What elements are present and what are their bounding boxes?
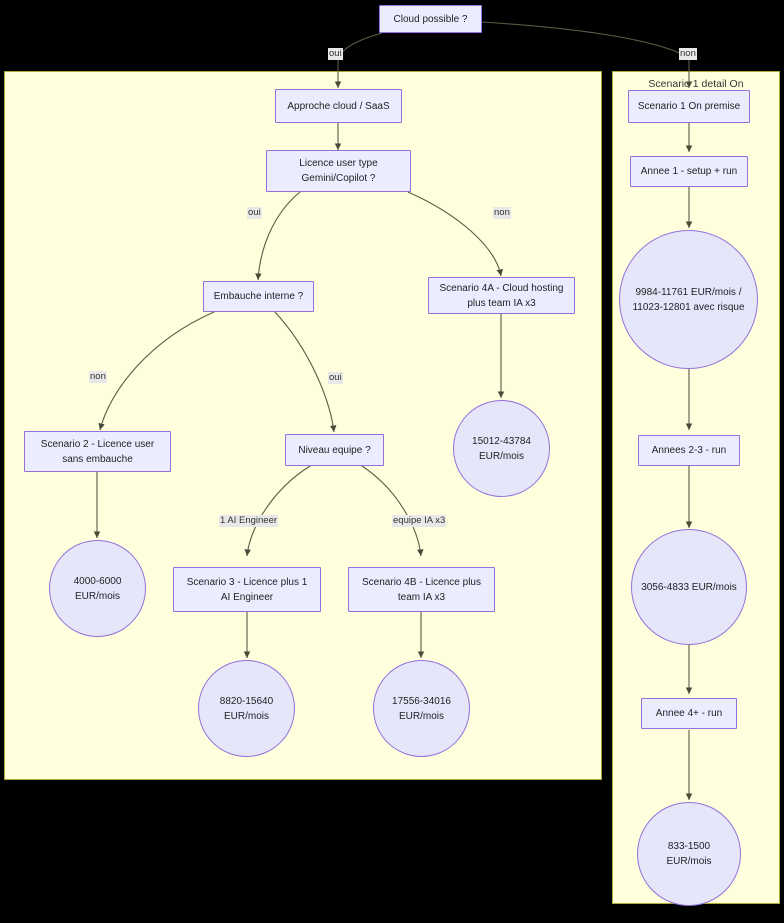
node-annee-1[interactable]: Annee 1 - setup + run xyxy=(630,156,748,187)
node-cost-scenario-3[interactable]: 8820-15640 EUR/mois xyxy=(198,660,295,757)
edge-label-licence-non: non xyxy=(493,207,511,219)
node-cost-scenario-4b-label: 17556-34016 EUR/mois xyxy=(392,695,451,722)
node-cost-annees-2-3-label: 3056-4833 EUR/mois xyxy=(641,581,737,593)
node-scenario-3-line1: Scenario 3 - Licence plus 1 xyxy=(186,576,308,588)
node-cost-annee-1-line2: 11023-12801 avec risque xyxy=(632,301,745,313)
node-scenario-1-on-premise[interactable]: Scenario 1 On premise xyxy=(628,90,750,123)
node-scenario-1-on-premise-label: Scenario 1 On premise xyxy=(637,101,741,112)
edge-label-root-non: non xyxy=(679,48,697,60)
node-cost-annee-1[interactable]: 9984-11761 EUR/mois / 11023-12801 avec r… xyxy=(619,230,758,369)
edge-label-embauche-oui: oui xyxy=(328,372,343,384)
node-embauche-interne-label: Embauche interne ? xyxy=(213,291,304,302)
node-niveau-equipe-label: Niveau equipe ? xyxy=(298,444,371,456)
node-scenario-4b-line1: Scenario 4B - Licence plus xyxy=(362,576,481,588)
node-approche-cloud[interactable]: Approche cloud / SaaS xyxy=(275,89,402,123)
node-scenario-4a-line1: Scenario 4A - Cloud hosting xyxy=(439,282,564,294)
node-cost-annees-2-3[interactable]: 3056-4833 EUR/mois xyxy=(631,529,747,645)
node-cost-scenario-4a-label: 15012-43784 EUR/mois xyxy=(472,435,531,462)
node-cloud-possible[interactable]: Cloud possible ? xyxy=(379,5,482,33)
node-annee-4-plus-label: Annee 4+ - run xyxy=(655,708,723,719)
node-annee-4-plus[interactable]: Annee 4+ - run xyxy=(641,698,737,729)
node-cost-annee-4-plus-label: 833-1500 EUR/mois xyxy=(666,841,712,867)
node-annees-2-3[interactable]: Annees 2-3 - run xyxy=(638,435,740,466)
node-cost-annee-1-line1: 9984-11761 EUR/mois / xyxy=(635,286,742,298)
node-licence-user-type-line2: Gemini/Copilot ? xyxy=(301,173,376,184)
node-licence-user-type[interactable]: Licence user type Gemini/Copilot ? xyxy=(266,150,411,192)
edge-label-licence-oui: oui xyxy=(247,207,262,219)
edge-label-niveau-1ai: 1 AI Engineer xyxy=(219,515,279,527)
edge-label-root-oui: oui xyxy=(328,48,343,60)
node-scenario-4b-line2: team IA x3 xyxy=(397,591,446,603)
node-annees-2-3-label: Annees 2-3 - run xyxy=(651,445,727,456)
node-cost-scenario-3-label: 8820-15640 EUR/mois xyxy=(219,695,274,722)
node-cost-scenario-4a[interactable]: 15012-43784 EUR/mois xyxy=(453,400,550,497)
node-embauche-interne[interactable]: Embauche interne ? xyxy=(203,281,314,312)
node-scenario-2-line1: Scenario 2 - Licence user xyxy=(40,438,155,450)
node-licence-user-type-line1: Licence user type xyxy=(299,158,378,169)
node-scenario-4a-line2: plus team IA x3 xyxy=(467,297,536,309)
subgraph-title-scenario-1: Scenario 1 detail On xyxy=(648,78,744,90)
node-cost-scenario-2-label: 4000-6000 EUR/mois xyxy=(73,575,122,602)
node-scenario-2-line2: sans embauche xyxy=(62,453,133,465)
node-scenario-3[interactable]: Scenario 3 - Licence plus 1 AI Engineer xyxy=(173,567,321,612)
node-annee-1-label: Annee 1 - setup + run xyxy=(640,166,738,177)
node-cloud-possible-label: Cloud possible ? xyxy=(393,13,468,25)
edge-label-niveau-team: equipe IA x3 xyxy=(392,515,447,527)
node-scenario-3-line2: AI Engineer xyxy=(220,591,274,603)
subgraph-scenario-1-detail: Scenario 1 detail On xyxy=(612,71,780,904)
node-scenario-4a[interactable]: Scenario 4A - Cloud hosting plus team IA… xyxy=(428,277,575,314)
edge-label-embauche-non: non xyxy=(89,371,107,383)
node-scenario-4b[interactable]: Scenario 4B - Licence plus team IA x3 xyxy=(348,567,495,612)
node-cost-scenario-4b[interactable]: 17556-34016 EUR/mois xyxy=(373,660,470,757)
node-niveau-equipe[interactable]: Niveau equipe ? xyxy=(285,434,384,466)
node-scenario-2[interactable]: Scenario 2 - Licence user sans embauche xyxy=(24,431,171,472)
node-cost-annee-4-plus[interactable]: 833-1500 EUR/mois xyxy=(637,802,741,906)
node-cost-scenario-2[interactable]: 4000-6000 EUR/mois xyxy=(49,540,146,637)
node-approche-cloud-label: Approche cloud / SaaS xyxy=(287,100,390,112)
